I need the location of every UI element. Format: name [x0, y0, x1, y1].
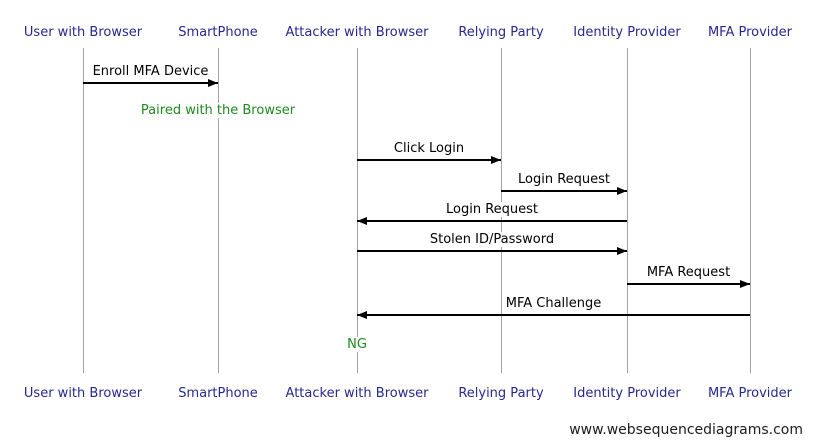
message-line	[357, 314, 750, 316]
actor-label-bottom: MFA Provider	[707, 386, 793, 401]
arrow-right-icon	[617, 247, 627, 255]
arrow-right-icon	[740, 280, 750, 288]
lifeline	[750, 48, 751, 373]
watermark-text: www.websequencediagrams.com	[569, 422, 803, 438]
actor-label-top: Attacker with Browser	[285, 25, 429, 40]
arrow-left-icon	[357, 217, 367, 225]
lifeline	[357, 48, 358, 373]
message-label: Login Request	[442, 202, 542, 217]
message-label: MFA Request	[643, 265, 734, 280]
note-text: Paired with the Browser	[135, 103, 301, 118]
actor-label-top: Relying Party	[458, 25, 544, 40]
message-line	[83, 82, 218, 84]
actor-label-bottom: SmartPhone	[178, 386, 258, 401]
message-line	[627, 283, 750, 285]
actor-label-top: SmartPhone	[178, 25, 258, 40]
lifeline	[218, 48, 219, 373]
arrow-right-icon	[491, 156, 501, 164]
actor-label-top: Identity Provider	[573, 25, 681, 40]
lifeline	[627, 48, 628, 373]
arrow-right-icon	[617, 187, 627, 195]
actor-label-bottom: User with Browser	[23, 386, 143, 401]
message-label: MFA Challenge	[502, 296, 605, 311]
message-line	[357, 220, 627, 222]
actor-label-top: User with Browser	[23, 25, 143, 40]
actor-label-top: MFA Provider	[707, 25, 793, 40]
message-label: Enroll MFA Device	[89, 64, 212, 79]
message-line	[357, 159, 501, 161]
actor-label-bottom: Attacker with Browser	[285, 386, 429, 401]
arrow-left-icon	[357, 311, 367, 319]
actor-label-bottom: Identity Provider	[573, 386, 681, 401]
message-line	[501, 190, 627, 192]
note-text: NG	[342, 337, 372, 352]
arrow-right-icon	[208, 79, 218, 87]
lifeline	[83, 48, 84, 373]
message-line	[357, 250, 627, 252]
actor-label-bottom: Relying Party	[458, 386, 544, 401]
message-label: Click Login	[390, 141, 468, 156]
message-label: Stolen ID/Password	[426, 232, 558, 247]
message-label: Login Request	[514, 172, 614, 187]
